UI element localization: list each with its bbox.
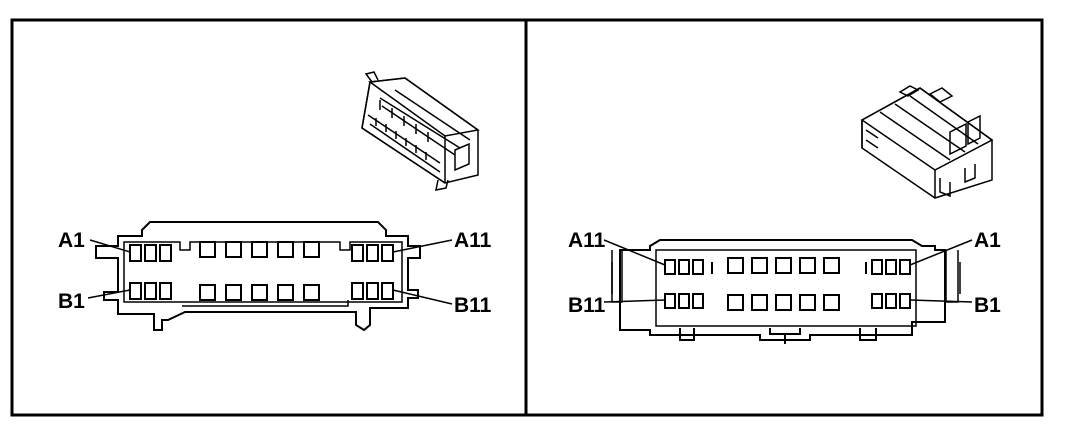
cavity — [727, 294, 744, 311]
cavity — [799, 294, 816, 311]
cavity — [144, 282, 157, 300]
cavity — [225, 284, 242, 301]
cavity — [799, 257, 816, 274]
cavity — [351, 244, 364, 262]
left-label-bottom-left: B1 — [58, 290, 85, 313]
cavity — [277, 241, 294, 258]
cavity — [871, 259, 883, 275]
right-pin-cavities — [664, 257, 911, 311]
right-panel: A11 B11 A1 B1 — [568, 85, 1001, 344]
right-label-bottom-right: B1 — [974, 294, 1001, 317]
cavity — [692, 293, 704, 309]
cavity — [899, 293, 911, 309]
left-pin-cavities — [129, 241, 394, 301]
cavity — [727, 257, 744, 274]
left-panel: A1 B1 A11 B11 — [58, 71, 492, 332]
left-connector-iso-view — [361, 71, 480, 191]
cavity — [664, 259, 676, 275]
cavity — [885, 259, 897, 275]
cavity — [199, 284, 216, 301]
cavity — [678, 259, 690, 275]
cavity — [225, 241, 242, 258]
left-label-top-right: A11 — [454, 229, 492, 252]
left-label-top-left: A1 — [58, 229, 85, 252]
cavity — [775, 257, 792, 274]
cavity — [129, 244, 142, 262]
right-label-bottom-left: B11 — [568, 294, 606, 317]
right-label-top-right: A1 — [974, 229, 1001, 252]
cavity — [751, 294, 768, 311]
cavity — [159, 282, 172, 300]
cavity — [678, 293, 690, 309]
cavity — [885, 293, 897, 309]
cavity — [899, 259, 911, 275]
right-label-top-left: A11 — [568, 229, 606, 252]
right-connector-face — [611, 239, 961, 344]
cavity — [692, 259, 704, 275]
cavity — [823, 294, 840, 311]
cavity — [751, 257, 768, 274]
left-label-bottom-right: B11 — [454, 294, 492, 317]
cavity — [664, 293, 676, 309]
cavity — [823, 257, 840, 274]
cavity — [381, 282, 394, 300]
cavity — [159, 244, 172, 262]
cavity — [251, 241, 268, 258]
cavity — [303, 241, 320, 258]
left-leader-lines — [87, 239, 453, 305]
cavity — [199, 241, 216, 258]
cavity — [871, 293, 883, 309]
cavity — [366, 282, 379, 300]
left-connector-face — [95, 221, 421, 332]
cavity — [251, 284, 268, 301]
cavity — [144, 244, 157, 262]
cavity — [775, 294, 792, 311]
right-leader-lines — [603, 239, 973, 303]
cavity — [381, 244, 394, 262]
cavity — [366, 244, 379, 262]
right-connector-iso-view — [860, 85, 994, 199]
cavity — [303, 284, 320, 301]
cavity — [351, 282, 364, 300]
cavity — [129, 282, 142, 300]
cavity — [277, 284, 294, 301]
